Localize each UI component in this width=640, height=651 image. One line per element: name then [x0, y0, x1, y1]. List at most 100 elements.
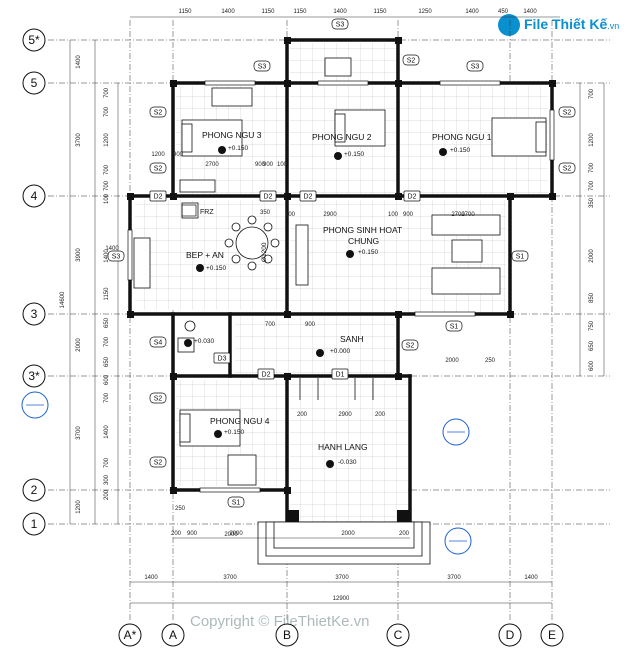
dimension-lines: [69, 16, 605, 604]
axis-bubble-row-1: [22, 71, 46, 95]
dim-interior-10: 100: [285, 212, 296, 218]
tag-frame-19: [331, 368, 349, 380]
dim-interior-11: 700: [265, 322, 276, 328]
tag-frame-4: [149, 106, 167, 118]
windows: [127, 80, 555, 493]
dim-left-5: 1200: [76, 500, 82, 514]
tag-s3-0: S3: [258, 64, 267, 71]
dim-left-inner-12: 700: [104, 392, 110, 403]
room-kitchen-name: BEP + AN: [186, 250, 224, 260]
dim-left-inner-10: 650: [104, 356, 110, 367]
dim-top-4: 1400: [333, 9, 347, 15]
dim-left-3: 2000: [76, 338, 82, 352]
dim-bottom-small-3: 2000: [341, 531, 355, 537]
dim-bottom-4: 1400: [524, 575, 538, 581]
axis-bubble-row-5: [22, 478, 46, 502]
dim-interior-12: 900: [305, 322, 316, 328]
dim-top-7: 1400: [465, 9, 479, 15]
room-corridor-name: HANH LANG: [318, 442, 368, 452]
tag-frame-6: [558, 106, 576, 118]
tag-frame-1: [331, 18, 349, 30]
dim-right-4: 350: [589, 197, 595, 208]
tag-frame-11: [149, 190, 167, 202]
dim-right-8: 650: [589, 340, 595, 351]
level-corridor: -0.030: [338, 459, 357, 466]
fridge-label: FRZ: [200, 209, 214, 216]
tag-d2-9: D2: [304, 194, 313, 201]
dim-right-5: 2000: [589, 249, 595, 263]
level-bedroom-1: +0.150: [450, 147, 470, 154]
room-bedroom-2-name: PHONG NGU 2: [312, 132, 372, 142]
room-labels: PHONG NGU 3 PHONG NGU 2 PHONG NGU 1 BEP …: [181, 130, 492, 466]
tag-frame-5: [149, 162, 167, 174]
dim-interior-7: 2700: [451, 212, 465, 218]
dim-right-7: 750: [589, 320, 595, 331]
tag-frame-13: [511, 250, 529, 262]
dim-bottom-3: 3700: [447, 575, 461, 581]
dim-top-9: 1400: [523, 9, 537, 15]
dim-bottom-0: 1400: [144, 575, 158, 581]
tag-frame-22: [227, 496, 245, 508]
dim-top-8: 450: [498, 9, 509, 15]
tag-s2-20: S2: [154, 396, 163, 403]
axis-label-row-1: 5: [31, 76, 38, 90]
level-bedroom-4: +0.150: [224, 429, 244, 436]
axis-bubble-row-2: [22, 184, 46, 208]
tag-s3-3: S3: [471, 64, 480, 71]
dim-interior-19: 2000: [224, 532, 238, 538]
axis-label-row-0: 5*: [28, 33, 40, 47]
tag-d2-8: D2: [264, 194, 273, 201]
room-living-name: PHONG SINH HOAT: [323, 225, 402, 235]
room-bedroom-4-name: PHONG NGU 4: [210, 416, 270, 426]
dim-left-inner-8: 650: [104, 317, 110, 328]
dim-interior-0: 2700: [205, 162, 219, 168]
axis-label-row-3: 3: [31, 307, 38, 321]
axis-label-row-6: 1: [31, 517, 38, 531]
room-bedroom-1-name: PHONG NGU 1: [432, 132, 492, 142]
dim-left-1: 3700: [76, 133, 82, 147]
dim-bottom-total: 12900: [333, 596, 350, 602]
axis-bubble-col-0: [118, 623, 142, 647]
tag-frame-17: [213, 352, 231, 364]
dim-right-0: 700: [589, 88, 595, 99]
section-marker-0: [21, 391, 49, 419]
dim-top-5: 1150: [374, 9, 388, 15]
axis-label-col-0: A*: [124, 628, 137, 642]
dim-bottom-small-0: 200: [171, 531, 182, 537]
axis-bubble-row-3: [22, 302, 46, 326]
dim-top-3: 1150: [294, 9, 308, 15]
dim-left-inner-0: 700: [104, 87, 110, 98]
level-living: +0.150: [358, 249, 378, 256]
dim-interior-14: 200: [375, 412, 386, 418]
dim-top-2: 1150: [262, 9, 276, 15]
dim-interior-20: 350: [260, 210, 271, 216]
watermark-text: Copyright © FileThietKe.vn: [190, 613, 369, 630]
brand-logo: File Thiết Kế.vn: [498, 12, 638, 40]
dim-interior-3: 2900: [323, 212, 337, 218]
table-dimension: Ø1200: [261, 242, 268, 262]
tag-s3-1: S3: [336, 22, 345, 29]
axis-bubble-col-4: [498, 623, 522, 647]
tag-s2-15: S2: [406, 343, 415, 350]
dim-left-inner-4: 700: [104, 180, 110, 191]
dim-bottom-2: 3700: [335, 575, 349, 581]
dim-right-6: 850: [589, 292, 595, 303]
dim-interior-16: 250: [485, 358, 496, 364]
dim-left-inner-7: 1150: [104, 287, 110, 301]
section-marker-1: [442, 418, 470, 446]
tag-s2-5: S2: [154, 166, 163, 173]
dim-right-2: 700: [589, 162, 595, 173]
dim-right-9: 600: [589, 360, 595, 371]
tag-s2-7: S2: [563, 166, 572, 173]
level-lobby: +0.000: [330, 348, 350, 355]
tag-s2-6: S2: [563, 110, 572, 117]
dim-left-0: 1400: [76, 55, 82, 69]
dim-interior-15: 200: [297, 412, 308, 418]
tag-d2-11: D2: [154, 194, 163, 201]
dim-left-inner-16: 200: [104, 489, 110, 500]
tag-s2-21: S2: [154, 460, 163, 467]
dim-top-0: 1150: [179, 9, 193, 15]
axis-label-col-4: D: [506, 628, 515, 642]
tag-frame-7: [558, 162, 576, 174]
